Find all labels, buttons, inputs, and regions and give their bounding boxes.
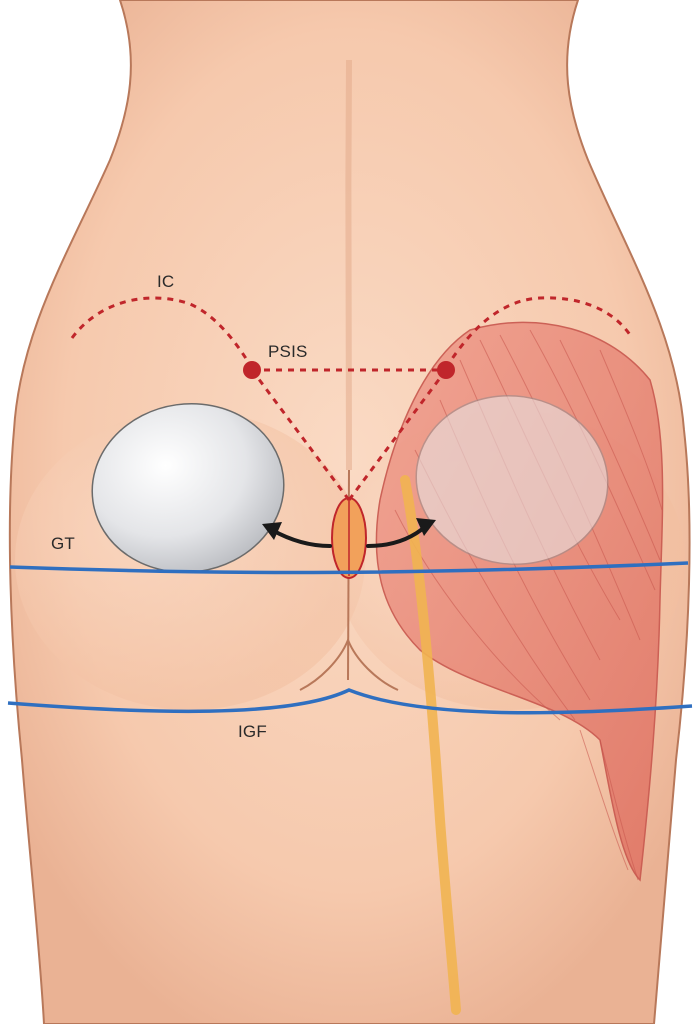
landmark-dotted-lines (70, 296, 634, 501)
label-ic: IC (157, 272, 175, 291)
label-psis: PSIS (268, 342, 308, 361)
sciatic-nerve (400, 475, 461, 1015)
arrowhead-right (416, 518, 436, 536)
label-gt: GT (51, 534, 76, 553)
psis-point-left (243, 361, 261, 379)
gluteal-fold-lines (299, 637, 399, 691)
igf-line (7, 688, 693, 715)
label-igf: IGF (238, 722, 267, 741)
gt-line (9, 561, 689, 575)
psis-point-right (437, 361, 455, 379)
implant-right-under-muscle (415, 395, 609, 565)
spine-groove (345, 59, 352, 471)
arrowhead-left (262, 522, 282, 540)
